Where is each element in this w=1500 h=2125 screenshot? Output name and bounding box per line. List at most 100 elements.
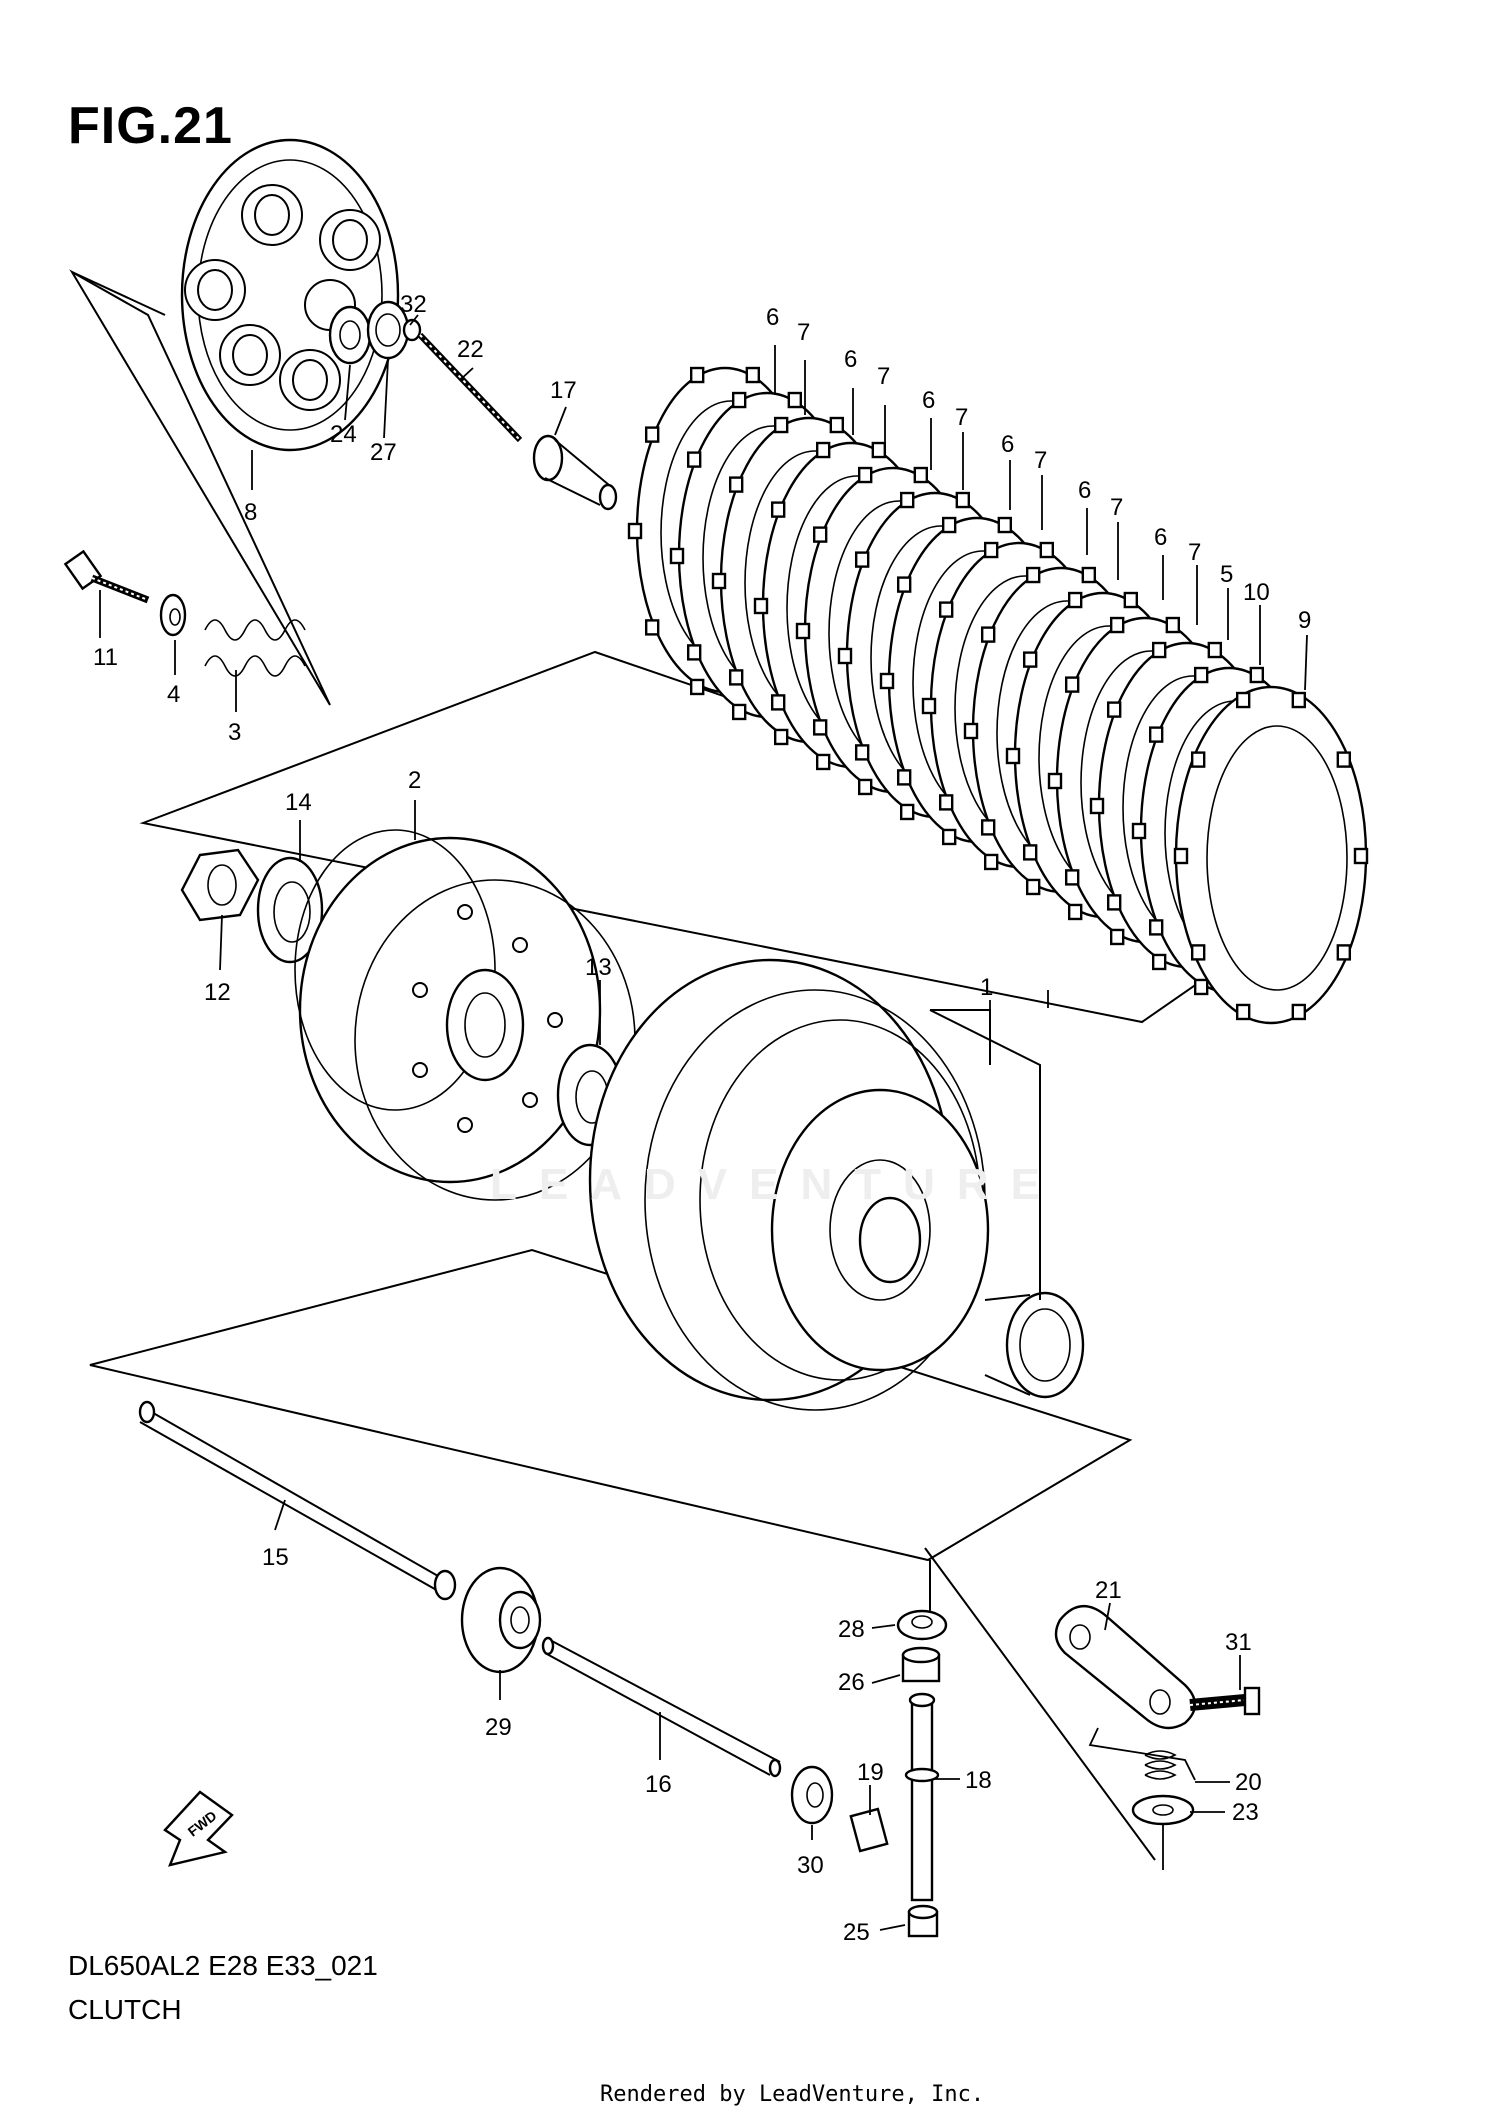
plate-tab <box>815 753 831 771</box>
callout-4: 4 <box>167 681 180 708</box>
plate-tab <box>1131 822 1147 840</box>
callout-17: 17 <box>550 377 577 404</box>
callout-9: 9 <box>1298 607 1311 634</box>
plate-tab <box>921 697 937 715</box>
plate-tab <box>1025 878 1041 896</box>
callout-6: 6 <box>1154 524 1167 551</box>
plate-tab <box>644 619 660 636</box>
forward-direction-arrow: FWD <box>163 1790 234 1867</box>
plate-tab <box>1039 541 1055 559</box>
callout-6: 6 <box>844 346 857 373</box>
spacer-sleeve <box>984 1291 1085 1399</box>
oil-seal-29 <box>460 1566 542 1674</box>
plate-tab <box>1336 751 1352 768</box>
callout-7: 7 <box>1188 539 1201 566</box>
plate-tab <box>857 778 873 796</box>
plate-tab <box>1067 903 1083 921</box>
plate-tab <box>983 541 999 559</box>
plate-tab <box>913 466 929 484</box>
callout-13: 13 <box>585 954 612 981</box>
bearing-26 <box>901 1646 941 1683</box>
plate-inner-edge <box>1206 725 1348 991</box>
bearing-25 <box>907 1904 939 1938</box>
callout-22: 22 <box>457 336 484 363</box>
release-shaft-18 <box>904 1692 940 1902</box>
plate-tab <box>1064 676 1080 693</box>
plate-tab <box>1193 978 1209 996</box>
plate-tab <box>1022 844 1038 861</box>
plate-tab <box>854 744 870 761</box>
plate-tab <box>753 597 769 615</box>
section-name: CLUTCH <box>68 1994 182 2025</box>
plate-tab <box>938 601 954 618</box>
callout-29: 29 <box>485 1714 512 1741</box>
bolt-31 <box>1189 1686 1261 1716</box>
plate-tab <box>770 694 786 711</box>
plate-tab <box>980 626 996 643</box>
plate-tab <box>728 476 744 493</box>
lower-section-outline <box>89 1248 1133 1562</box>
callout-20: 20 <box>1235 1769 1262 1796</box>
pressure-plate <box>180 138 400 452</box>
figure-title: FIG.21 <box>68 97 233 155</box>
plate-tab <box>963 722 979 740</box>
callout-2: 2 <box>408 767 421 794</box>
plate-tab <box>1190 944 1206 961</box>
plate-tab <box>1336 944 1352 961</box>
plate-tab <box>1067 591 1083 609</box>
push-rod-15 <box>138 1400 457 1601</box>
callout-28: 28 <box>838 1616 865 1643</box>
oil-seal-28 <box>896 1609 948 1641</box>
washer-32 <box>402 318 422 342</box>
callout-24: 24 <box>330 421 357 448</box>
plate-tab <box>731 391 747 409</box>
driven-plate <box>1174 685 1368 1025</box>
callout-26: 26 <box>838 1669 865 1696</box>
plate-tab <box>669 547 685 565</box>
plate-tab <box>1291 691 1307 709</box>
plate-tab <box>1235 691 1251 709</box>
plate-tab <box>1151 641 1167 659</box>
plate-tab <box>1353 847 1369 865</box>
plate-tab <box>1173 847 1189 865</box>
plate-tab <box>1047 772 1063 790</box>
plate-tab <box>829 416 845 434</box>
plate-tab <box>1235 1003 1251 1021</box>
plate-tab <box>1089 797 1105 815</box>
callout-31: 31 <box>1225 1629 1252 1656</box>
washer-4 <box>159 593 187 637</box>
callout-16: 16 <box>645 1771 672 1798</box>
rod-22 <box>417 332 523 443</box>
plate-tab <box>1109 928 1125 946</box>
callout-labels: 6 7 6 7 6 7 6 7 6 7 6 7 5 10 9 32 22 17 … <box>93 291 1311 1946</box>
callout-23: 23 <box>1232 1799 1259 1826</box>
plate-tab <box>745 366 761 384</box>
callout-10: 10 <box>1243 579 1270 606</box>
plate-tab <box>731 703 747 721</box>
bearing-24 <box>328 305 372 365</box>
callout-7: 7 <box>1034 447 1047 474</box>
bearing-30 <box>790 1765 834 1825</box>
plate-tab <box>854 551 870 568</box>
plate-tab <box>1064 869 1080 886</box>
callout-14: 14 <box>285 789 312 816</box>
callout-18: 18 <box>965 1767 992 1794</box>
plate-tab <box>795 622 811 640</box>
callout-19: 19 <box>857 1759 884 1786</box>
plate-tab <box>1081 566 1097 584</box>
plate-tab <box>1106 894 1122 911</box>
plate-tab <box>812 526 828 543</box>
callout-21: 21 <box>1095 1577 1122 1604</box>
callout-6: 6 <box>766 304 779 331</box>
clutch-plate-stack <box>627 366 1369 1025</box>
plate-tab <box>787 391 803 409</box>
plate-tab <box>689 678 705 696</box>
plate-tab <box>812 719 828 736</box>
watermark: LEADVENTURE <box>490 1160 1063 1209</box>
plate-tab <box>1151 953 1167 971</box>
callout-15: 15 <box>262 1544 289 1571</box>
callout-32: 32 <box>400 291 427 318</box>
callout-7: 7 <box>1110 494 1123 521</box>
callout-25: 25 <box>843 1919 870 1946</box>
